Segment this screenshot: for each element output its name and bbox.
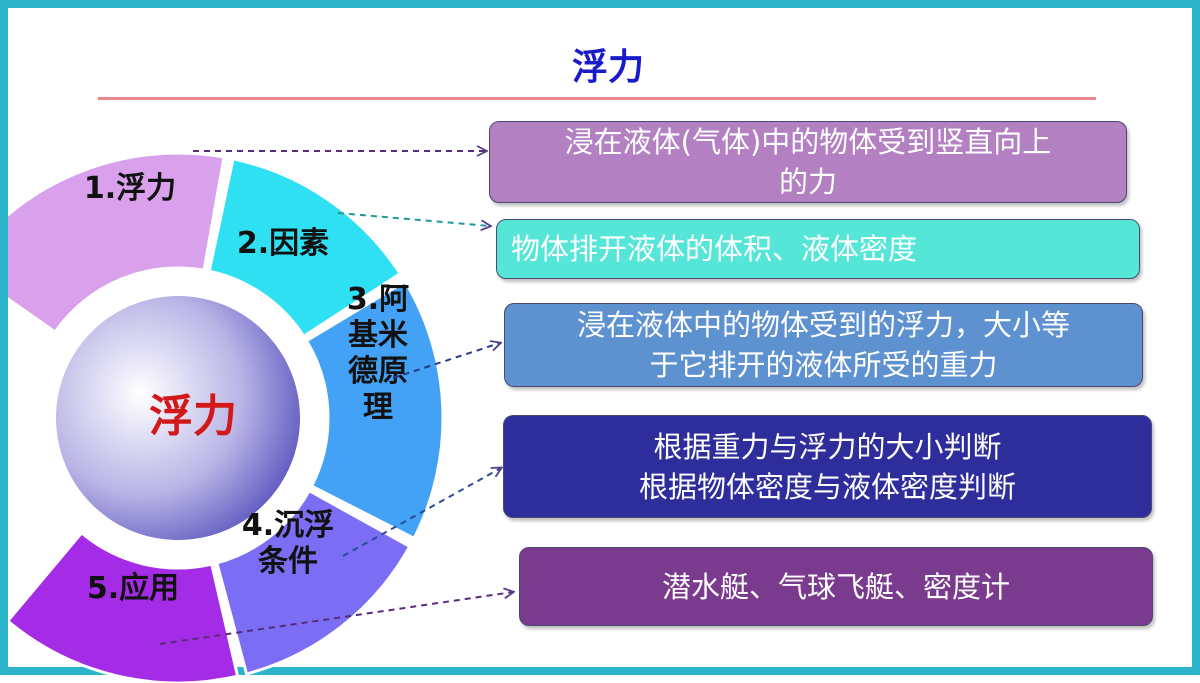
box-text-line: 根据物体密度与液体密度判断 — [638, 469, 1016, 504]
box-text-line: 潜水艇、气球飞艇、密度计 — [661, 569, 1010, 604]
box-text-line: 浸在液体(气体)中的物体受到竖直向上 — [564, 125, 1052, 159]
box-text-line: 物体排开液体的体积、液体密度 — [511, 232, 918, 266]
box-text: 潜水艇、气球飞艇、密度计 — [662, 567, 1010, 607]
definition-box-5: 潜水艇、气球飞艇、密度计 — [519, 547, 1153, 626]
ring-segment-1 — [8, 151, 226, 335]
definition-box-1: 浸在液体(气体)中的物体受到竖直向上的力 — [489, 121, 1127, 203]
connector-arrow-5 — [159, 592, 513, 645]
segment-label-2: 2.因素 — [237, 226, 329, 261]
box-text: 浸在液体中的物体受到的浮力，大小等于它排开的液体所受的重力 — [577, 305, 1070, 385]
page-title: 浮力 — [571, 47, 644, 88]
connector-arrow-4 — [342, 468, 501, 557]
definition-box-4: 根据重力与浮力的大小判断根据物体密度与液体密度判断 — [503, 415, 1152, 518]
box-text-line: 根据重力与浮力的大小判断 — [653, 429, 1002, 464]
box-text-line: 于它排开的液体所受的重力 — [649, 348, 998, 382]
box-text: 根据重力与浮力的大小判断根据物体密度与液体密度判断 — [639, 427, 1016, 507]
box-text-line: 浸在液体中的物体受到的浮力，大小等 — [576, 308, 1070, 342]
connector-arrow-2 — [337, 212, 490, 226]
box-text: 物体排开液体的体积、液体密度 — [511, 229, 917, 269]
ring-segment-5 — [8, 530, 240, 683]
segment-label-5: 5.应用 — [87, 571, 179, 606]
ring-diagram: 浮力 1.浮力 2.因素 3.阿基米德原理 4.沉浮条件 5.应用 — [8, 8, 1200, 683]
center-label: 浮力 — [149, 391, 237, 442]
ring-segment-2 — [207, 157, 403, 339]
center-circle — [56, 296, 300, 540]
definition-box-3: 浸在液体中的物体受到的浮力，大小等于它排开的液体所受的重力 — [504, 303, 1143, 387]
segment-label-4: 4.沉浮条件 — [242, 508, 334, 579]
connector-arrow-3 — [392, 343, 500, 379]
definition-box-2: 物体排开液体的体积、液体密度 — [496, 219, 1140, 279]
title-divider — [98, 97, 1096, 100]
ring-segment-4 — [214, 488, 412, 676]
ring-segment-3 — [304, 279, 445, 541]
segment-label-1: 1.浮力 — [84, 171, 176, 206]
segment-label-3: 3.阿基米德原理 — [347, 282, 409, 425]
box-text: 浸在液体(气体)中的物体受到竖直向上的力 — [565, 122, 1052, 202]
box-text-line: 的力 — [778, 165, 837, 199]
